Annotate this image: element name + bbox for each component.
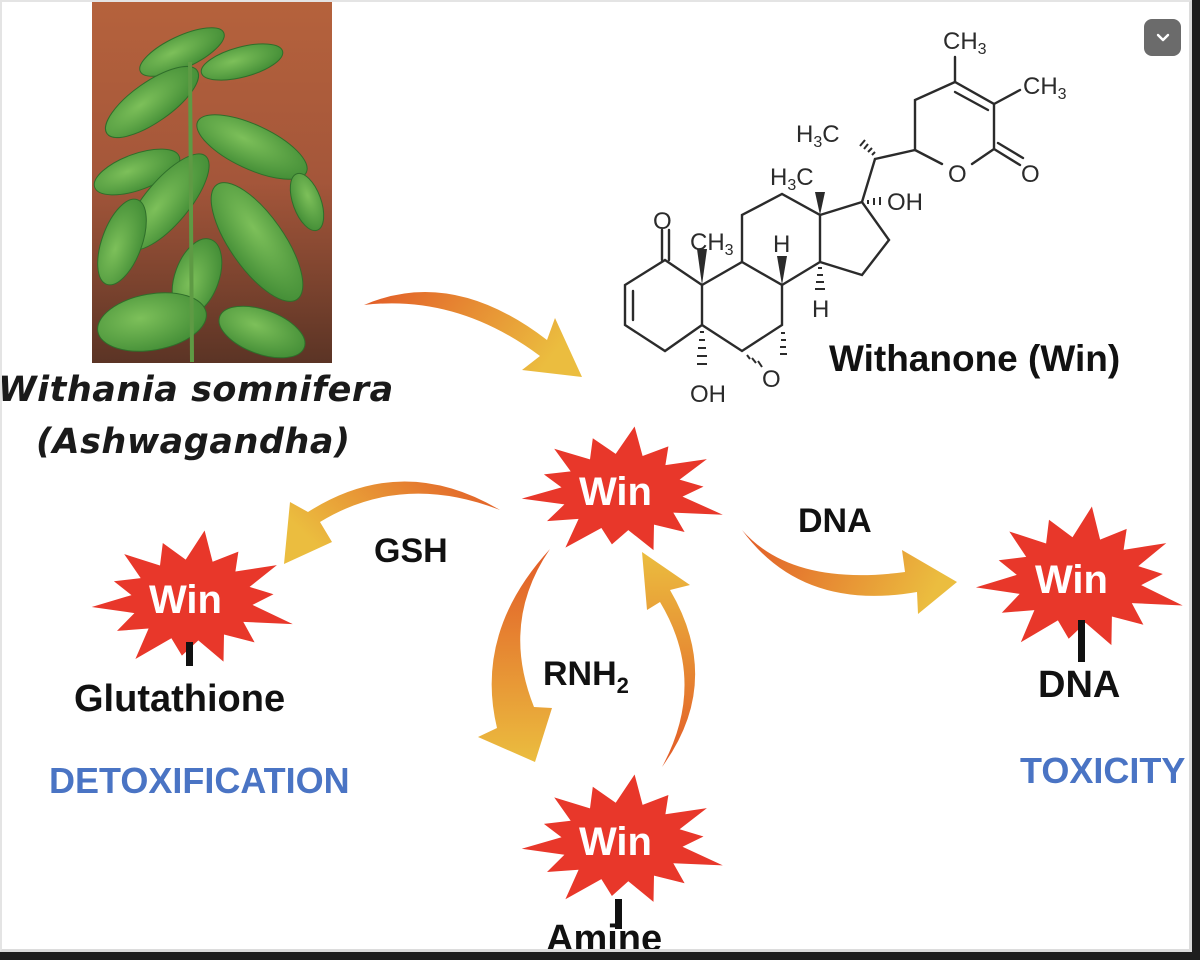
collapse-button[interactable] — [1144, 19, 1181, 56]
outcome-toxicity: TOXICITY — [1020, 750, 1186, 791]
chevron-down-icon — [1156, 33, 1169, 41]
arrow-gsh — [284, 481, 500, 564]
star-glutathione — [91, 530, 293, 662]
reagent-rnh2: RNH2 — [543, 655, 629, 698]
dna-adduct-win-label: Win — [1035, 558, 1108, 602]
win-stars — [91, 426, 1183, 902]
bond-tick-amine — [615, 899, 622, 929]
arrow-plant-to-compound — [364, 291, 582, 377]
compound-name: Withanone (Win) — [829, 338, 1121, 379]
central-win-label: Win — [579, 470, 652, 514]
gsh-adduct-win-label: Win — [149, 578, 222, 622]
svg-text:CH3: CH3 — [1023, 73, 1067, 103]
amine-adduct-win-label: Win — [579, 820, 652, 864]
svg-text:H3C: H3C — [796, 121, 840, 151]
adduct-glutathione: Glutathione — [74, 678, 286, 720]
star-central — [521, 426, 723, 551]
svg-text:CH3: CH3 — [690, 229, 734, 259]
outcome-detoxification: DETOXIFICATION — [49, 760, 350, 801]
arrow-dna — [742, 530, 957, 614]
svg-text:CH3: CH3 — [943, 28, 987, 58]
bond-tick-dna — [1078, 620, 1085, 662]
withanone-structure: O CH3 H H OH O H3C OH H3C O O CH3 CH3 — [623, 28, 1067, 408]
svg-text:O: O — [948, 161, 967, 188]
star-dna — [975, 506, 1183, 646]
svg-text:H: H — [812, 296, 829, 323]
svg-text:O: O — [1021, 161, 1040, 188]
svg-text:H: H — [773, 231, 790, 258]
arrow-amine-down — [478, 549, 552, 762]
plant-common-name: (Ashwagandha) — [36, 422, 351, 462]
reagent-dna: DNA — [798, 502, 872, 540]
reagent-gsh: GSH — [374, 532, 448, 570]
adduct-amine: Amine — [546, 918, 663, 952]
plant-latin-name: Withania somnifera — [0, 370, 394, 410]
svg-text:OH: OH — [887, 189, 923, 216]
svg-text:O: O — [653, 208, 672, 235]
svg-text:O: O — [762, 366, 781, 393]
plant-photo — [92, 2, 332, 363]
svg-text:OH: OH — [690, 381, 726, 408]
arrow-amine-up — [642, 552, 696, 767]
svg-text:H3C: H3C — [770, 164, 814, 194]
star-amine — [521, 774, 723, 902]
adduct-dna: DNA — [1038, 664, 1121, 706]
bond-tick-glutathione — [186, 642, 193, 666]
